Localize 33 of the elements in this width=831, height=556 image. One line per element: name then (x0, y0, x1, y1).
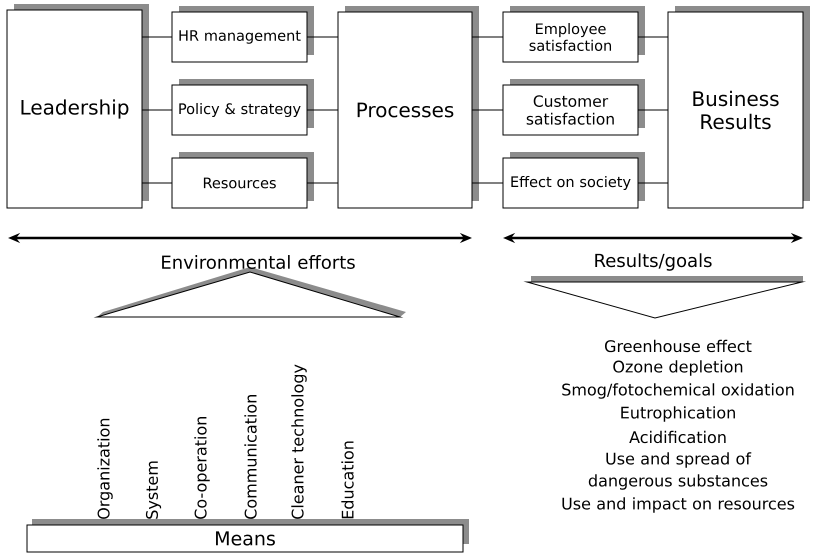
process-box: Business Results (668, 6, 810, 208)
connector-line (142, 182, 172, 184)
result-label: Acidification (629, 430, 726, 444)
box: Policy & strategy (172, 79, 314, 136)
means-label: Communication (244, 395, 257, 519)
result-label: Use and impact on resources (562, 497, 794, 513)
box: Customer satisfaction (502, 79, 645, 136)
means-label: System (146, 462, 162, 519)
box: Effect on society (502, 152, 645, 208)
process-box: Processes (338, 6, 479, 208)
connector-line (472, 182, 503, 184)
result-label: Use and spread of dangerous substances (588, 452, 768, 490)
connector-line (142, 36, 172, 38)
means-label: Organization (97, 418, 113, 519)
process-box: Leadership (6, 4, 149, 208)
connector-line (307, 182, 338, 184)
connector-line (638, 182, 668, 184)
means-label: Co-operation (194, 417, 210, 519)
means-bar: Means (26, 519, 469, 552)
result-label: Greenhouse effect (604, 340, 752, 352)
result-label: Eutrophication (621, 406, 735, 422)
box: HR management (172, 6, 314, 62)
box: Resources (172, 152, 314, 208)
result-label: Ozone depletion (613, 360, 742, 376)
means-label: Education (341, 441, 354, 518)
connector-line (472, 36, 503, 38)
means-label: Cleaner technology (291, 364, 307, 519)
heading-label: Results/goals (595, 253, 712, 271)
connector-line (638, 36, 668, 38)
heading-label: Environmental efforts (162, 255, 355, 269)
result-label: Smog/fotochemical oxidation (562, 383, 794, 399)
box: Employee satisfaction (502, 6, 645, 62)
connector-line (307, 36, 338, 38)
